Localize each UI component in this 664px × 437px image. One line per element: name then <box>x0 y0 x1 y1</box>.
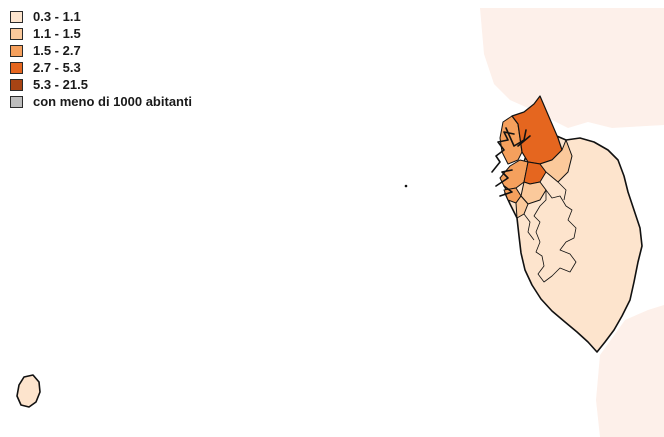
legend-item-class-4: 2.7 - 5.3 <box>10 59 192 76</box>
harbour-coastline <box>491 127 531 197</box>
region-inland-c[interactable] <box>515 195 529 219</box>
neighbor-land-north <box>480 8 664 128</box>
legend-swatch-class-3 <box>10 44 23 57</box>
legend-swatch-class-2 <box>10 27 23 40</box>
internal-boundary <box>533 189 577 283</box>
legend-label-class-2: 1.1 - 1.5 <box>33 26 81 41</box>
legend-item-class-5: 5.3 - 21.5 <box>10 76 192 93</box>
internal-boundary-3 <box>557 181 567 201</box>
legend-swatch-class-5 <box>10 78 23 91</box>
islet <box>404 184 408 188</box>
region-island[interactable] <box>16 374 41 408</box>
legend-label-class-1: 0.3 - 1.1 <box>33 9 81 24</box>
legend-swatch-class-1 <box>10 10 23 23</box>
internal-boundary-2 <box>523 213 535 241</box>
legend-label-class-3: 1.5 - 2.7 <box>33 43 81 58</box>
legend-label-class-4: 2.7 - 5.3 <box>33 60 81 75</box>
map-legend: 0.3 - 1.1 1.1 - 1.5 1.5 - 2.7 2.7 - 5.3 … <box>10 8 192 110</box>
legend-swatch-class-4 <box>10 61 23 74</box>
legend-item-class-1: 0.3 - 1.1 <box>10 8 192 25</box>
region-inland-a[interactable] <box>539 139 573 183</box>
legend-item-class-2: 1.1 - 1.5 <box>10 25 192 42</box>
legend-item-no-data: con meno di 1000 abitanti <box>10 93 192 110</box>
legend-label-class-5: 5.3 - 21.5 <box>33 77 88 92</box>
neighbor-land-south <box>596 305 664 437</box>
legend-item-class-3: 1.5 - 2.7 <box>10 42 192 59</box>
legend-swatch-no-data <box>10 95 23 108</box>
legend-label-no-data: con meno di 1000 abitanti <box>33 94 192 109</box>
